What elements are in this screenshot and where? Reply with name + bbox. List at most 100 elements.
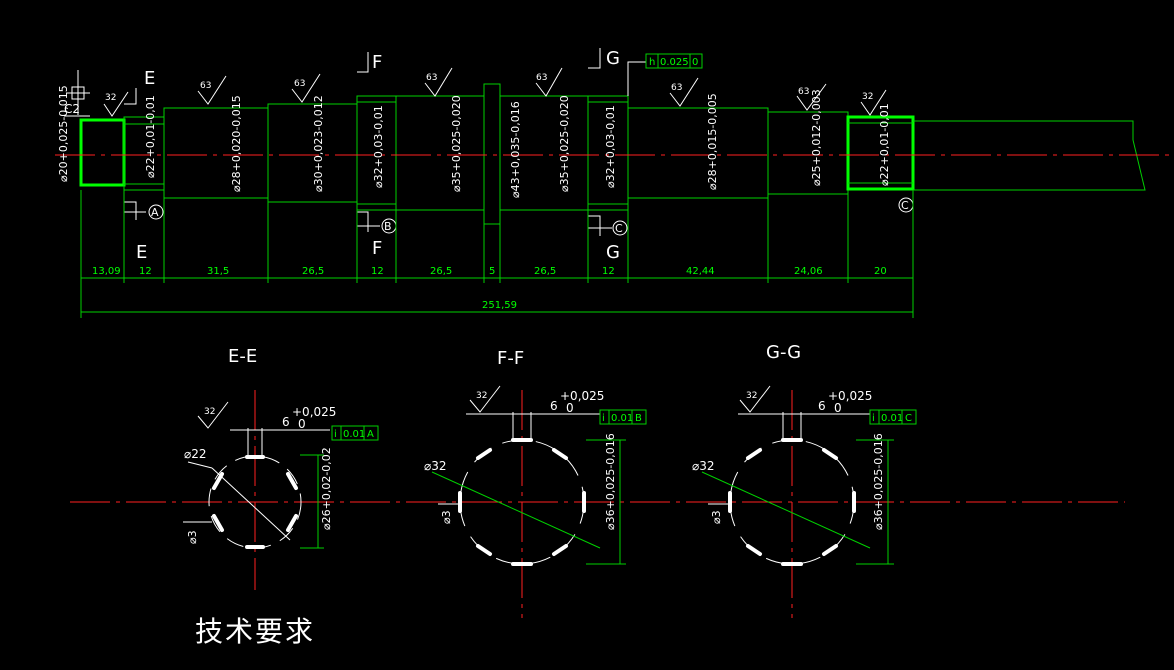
datum-c-marker (612, 220, 628, 236)
roughness-icon (669, 77, 699, 107)
length-labels: 13,09 12 31,5 26,5 12 26,5 5 26,5 12 42,… (92, 266, 887, 311)
svg-text:12: 12 (602, 266, 615, 277)
svg-text:0: 0 (298, 417, 306, 431)
svg-text:0: 0 (692, 57, 698, 68)
svg-text:63: 63 (200, 81, 211, 91)
roughness-icon (291, 73, 321, 103)
diameter-label: ⌀20+0,025-0,015 (57, 85, 70, 182)
diameter-label: ⌀35+0,025-0,020 (558, 95, 571, 192)
svg-text:31,5: 31,5 (207, 266, 229, 277)
diameter-label: ⌀32+0,03-0,01 (372, 105, 385, 188)
diameter-label: ⌀30+0,023-0,012 (312, 95, 325, 192)
section-cut-marks (124, 48, 601, 236)
svg-text:F: F (372, 52, 382, 73)
svg-text:A: A (367, 429, 374, 440)
svg-text:32: 32 (105, 93, 116, 103)
total-length-label: 251,59 (482, 300, 517, 311)
diameter-label: ⌀43+0,035-0,016 (509, 101, 522, 198)
roughness-icon (197, 75, 227, 105)
roughness-icon (860, 89, 887, 116)
svg-text:42,44: 42,44 (686, 266, 715, 277)
svg-text:G: G (606, 242, 620, 263)
section-title: G-G (766, 342, 801, 363)
section-title: E-E (228, 346, 257, 367)
datum-a-marker (148, 204, 164, 220)
svg-text:63: 63 (294, 79, 305, 89)
diameter-label: ⌀28+0,020-0,015 (230, 95, 243, 192)
svg-text:C: C (615, 222, 623, 235)
diameter-label: ⌀28+0,015-0,005 (706, 93, 719, 190)
svg-text:32: 32 (746, 391, 757, 401)
svg-text:32: 32 (476, 391, 487, 401)
svg-text:G: G (606, 48, 620, 69)
diameter-label: ⌀22+0,01-0,01 (144, 95, 157, 178)
svg-text:⌀32: ⌀32 (692, 459, 715, 473)
roughness-symbols (103, 67, 887, 117)
roughness-icon (796, 83, 827, 111)
svg-text:⌀36+0,025-0,016: ⌀36+0,025-0,016 (604, 433, 617, 530)
shaft-end-journal (79, 118, 126, 187)
technical-requirements-title: 技术要求 (195, 615, 316, 648)
roughness-values: 32 63 63 63 63 63 63 32 (105, 73, 873, 103)
chamfer-label: C2 (64, 102, 80, 116)
svg-text:A: A (151, 206, 159, 219)
svg-text:0: 0 (566, 401, 574, 415)
segment-6 (395, 95, 485, 211)
diameter-labels: ⌀20+0,025-0,015 ⌀22+0,01-0,01 ⌀28+0,020-… (57, 85, 891, 198)
svg-text:63: 63 (798, 87, 809, 97)
svg-text:6: 6 (818, 399, 826, 413)
svg-text:0.01: 0.01 (611, 413, 633, 424)
section-g-g: G-G ⌀32 6 +0,025 0 i 0.01 C 32 ⌀3 (692, 342, 917, 618)
svg-text:12: 12 (371, 266, 384, 277)
svg-text:63: 63 (671, 83, 682, 93)
svg-text:0.01: 0.01 (881, 413, 903, 424)
spline-keys (728, 438, 856, 566)
svg-text:63: 63 (426, 73, 437, 83)
top-tolerance-frame: h 0.025 0 (627, 53, 703, 96)
svg-text:i: i (334, 429, 337, 440)
diameter-label: ⌀25+0,012-0,003 (810, 89, 823, 186)
svg-text:i: i (872, 413, 875, 424)
svg-text:5: 5 (489, 266, 495, 277)
svg-text:E: E (136, 242, 147, 263)
shaft-outline (79, 83, 1146, 225)
svg-text:E: E (144, 68, 155, 89)
section-title: F-F (497, 348, 524, 369)
svg-text:26,5: 26,5 (534, 266, 556, 277)
roughness-icon (424, 67, 453, 97)
svg-text:i: i (602, 413, 605, 424)
svg-text:6: 6 (550, 399, 558, 413)
svg-text:⌀26+0,02-0,02: ⌀26+0,02-0,02 (320, 447, 333, 530)
section-e-e: E-E ⌀22 6 +0,025 0 i 0.01 A 32 ⌀26+0,02-… (183, 346, 379, 590)
svg-text:⌀3: ⌀3 (710, 510, 723, 524)
svg-text:0: 0 (834, 401, 842, 415)
section-cut-letters: E E F F G G (136, 48, 620, 263)
svg-text:13,09: 13,09 (92, 266, 121, 277)
svg-text:C: C (901, 199, 909, 212)
segment-3 (163, 107, 269, 199)
spline-keys (212, 455, 298, 549)
shaft-extension (913, 120, 1146, 191)
segment-10 (627, 107, 769, 199)
svg-text:⌀32: ⌀32 (424, 459, 447, 473)
svg-text:0.025: 0.025 (660, 57, 689, 68)
svg-text:+0,025: +0,025 (292, 405, 336, 419)
segment-12 (846, 115, 915, 191)
svg-text:+0,025: +0,025 (560, 389, 604, 403)
length-dimensions (80, 190, 914, 318)
svg-text:B: B (384, 220, 392, 233)
svg-text:26,5: 26,5 (302, 266, 324, 277)
svg-text:B: B (635, 413, 642, 424)
svg-text:⌀3: ⌀3 (440, 510, 453, 524)
datum-markers: A B C C (124, 197, 914, 236)
diameter-label: ⌀22+0,01-0,01 (878, 103, 891, 186)
diameter-label: ⌀35+0,025-0,020 (450, 95, 463, 192)
svg-text:32: 32 (204, 407, 215, 417)
spline-keys (458, 438, 586, 566)
svg-text:⌀3: ⌀3 (186, 530, 199, 544)
svg-text:0.01: 0.01 (343, 429, 365, 440)
svg-text:20: 20 (874, 266, 887, 277)
svg-text:h: h (649, 57, 655, 68)
svg-text:⌀36+0,025-0,016: ⌀36+0,025-0,016 (872, 433, 885, 530)
